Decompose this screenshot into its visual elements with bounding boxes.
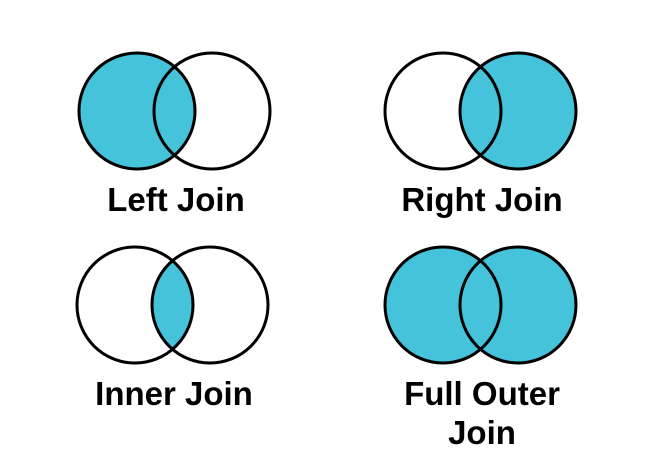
- right-circle-outline: [152, 51, 272, 171]
- venn-label-full-outer-join: Full Outer Join: [404, 375, 560, 451]
- venn-inner-join-graphic: [75, 245, 270, 365]
- intersection-fill: [154, 66, 195, 156]
- venn-left-join-graphic: [77, 51, 272, 171]
- left-circle-outline: [383, 51, 503, 171]
- right-circle-outline: [458, 245, 578, 365]
- venn-right-join-graphic: [383, 51, 578, 171]
- venn-label-right-join: Right Join: [401, 181, 563, 218]
- intersection-fill: [152, 260, 193, 350]
- right-circle-outline: [458, 51, 578, 171]
- left-circle-outline: [383, 245, 503, 365]
- venn-right-join: Right Join: [362, 37, 602, 219]
- venn-label-inner-join: Inner Join: [95, 375, 253, 412]
- venn-full-outer-join-graphic: [383, 245, 578, 365]
- left-circle-outline: [75, 245, 195, 365]
- left-circle-outline: [77, 51, 197, 171]
- venn-left-join: Left Join: [56, 37, 296, 219]
- venn-label-left-join: Left Join: [107, 181, 245, 218]
- intersection-fill: [460, 66, 501, 156]
- right-circle-outline: [150, 245, 270, 365]
- venn-inner-join: Inner Join: [54, 231, 294, 413]
- intersection-fill: [460, 260, 501, 350]
- venn-full-outer-join: Full Outer Join: [362, 231, 602, 452]
